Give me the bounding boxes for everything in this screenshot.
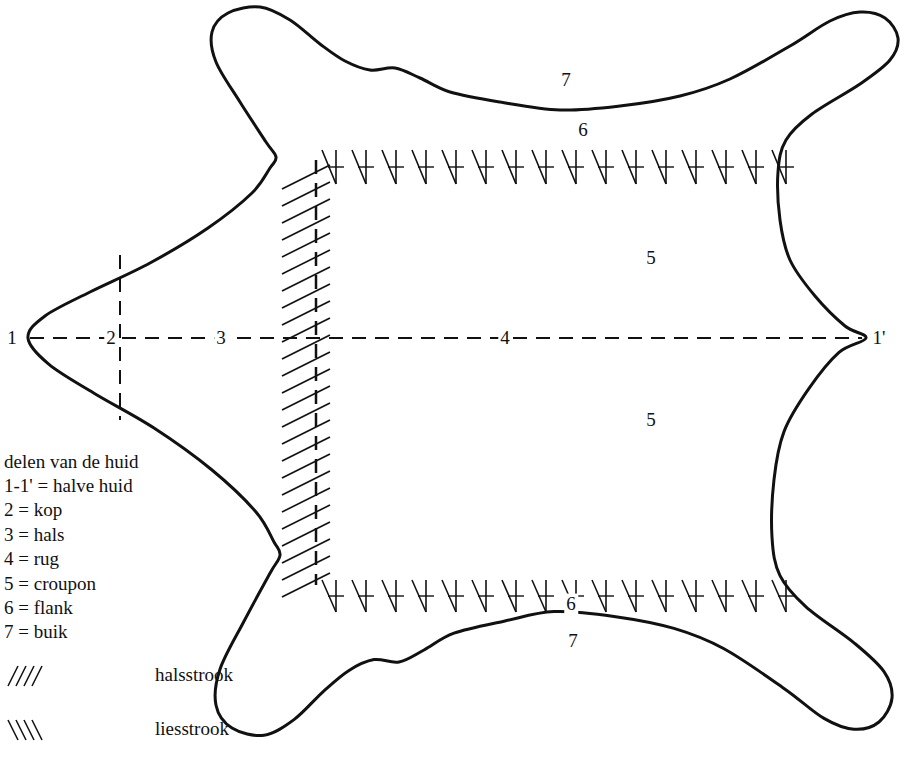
callout-number: 4 xyxy=(498,328,512,349)
hatch-stroke xyxy=(388,595,404,596)
callout-number: 3 xyxy=(214,328,228,349)
legend-line: 5 = croupon xyxy=(2,574,98,595)
hatch-stroke xyxy=(418,166,434,167)
callout-number: 7 xyxy=(559,70,573,91)
callout-number: 5 xyxy=(644,410,658,431)
hatch-stroke xyxy=(282,573,330,597)
hatch-stroke xyxy=(448,166,464,167)
hatch-stroke xyxy=(598,166,614,167)
legend-line: 2 = kop xyxy=(2,500,64,521)
hatch-stroke xyxy=(24,720,34,740)
hatch-stroke xyxy=(658,595,674,596)
legend-line: 7 = buik xyxy=(2,622,70,643)
hatch-stroke xyxy=(778,595,794,596)
hatch-stroke xyxy=(478,166,494,167)
hatch-sample xyxy=(4,716,44,744)
midline xyxy=(30,337,862,339)
hatch-stroke xyxy=(8,666,18,686)
legend-line: delen van de huid xyxy=(2,452,141,473)
hatch-stroke xyxy=(8,720,18,740)
legend-text: liesstrook xyxy=(155,719,229,740)
hatch-stroke xyxy=(688,595,704,596)
legend-line: 1-1' = halve huid xyxy=(2,476,135,497)
hatch-stroke xyxy=(598,595,614,596)
legend-text: halsstrook xyxy=(155,665,233,686)
hatch-stroke xyxy=(748,166,764,167)
hatch-stroke xyxy=(16,666,26,686)
hatch-stroke xyxy=(32,720,42,740)
hatch-stroke xyxy=(778,166,794,167)
head-line xyxy=(119,255,121,420)
hatch-stroke xyxy=(748,595,764,596)
hatch-stroke xyxy=(628,166,644,167)
hatch-stroke xyxy=(718,595,734,596)
hatch-stroke xyxy=(328,166,344,167)
callout-number: 6 xyxy=(576,120,590,141)
hatch-stroke xyxy=(32,666,42,686)
hatch-stroke xyxy=(358,166,374,167)
hatch-stroke xyxy=(328,595,344,596)
callout-number: 5 xyxy=(644,248,658,269)
hatch-stroke xyxy=(568,166,584,167)
callout-number: 1 xyxy=(5,328,19,349)
hatch-stroke xyxy=(358,595,374,596)
legend-line: 3 = hals xyxy=(2,525,66,546)
hatch-stroke xyxy=(538,595,554,596)
hatch-stroke xyxy=(388,166,404,167)
callout-number: 1' xyxy=(871,328,888,349)
hatch-stroke xyxy=(508,166,524,167)
callout-number: 7 xyxy=(566,631,580,652)
strips xyxy=(282,150,794,612)
hatch-stroke xyxy=(658,166,674,167)
hatch-sample xyxy=(4,662,44,690)
legend-line: 4 = rug xyxy=(2,549,61,570)
hatch-stroke xyxy=(508,595,524,596)
hatch-stroke xyxy=(688,166,704,167)
hatch-stroke xyxy=(538,166,554,167)
legend-line: 6 = flank xyxy=(2,598,75,619)
hide-outline xyxy=(28,7,898,736)
hatch-stroke xyxy=(478,595,494,596)
hatch-stroke xyxy=(628,595,644,596)
neck-line xyxy=(315,160,318,585)
hatch-stroke xyxy=(718,166,734,167)
callout-number: 6 xyxy=(564,594,578,615)
callout-number: 2 xyxy=(104,328,118,349)
hatch-stroke xyxy=(16,720,26,740)
hatch-stroke xyxy=(418,595,434,596)
hatch-stroke xyxy=(24,666,34,686)
hatch-stroke xyxy=(448,595,464,596)
